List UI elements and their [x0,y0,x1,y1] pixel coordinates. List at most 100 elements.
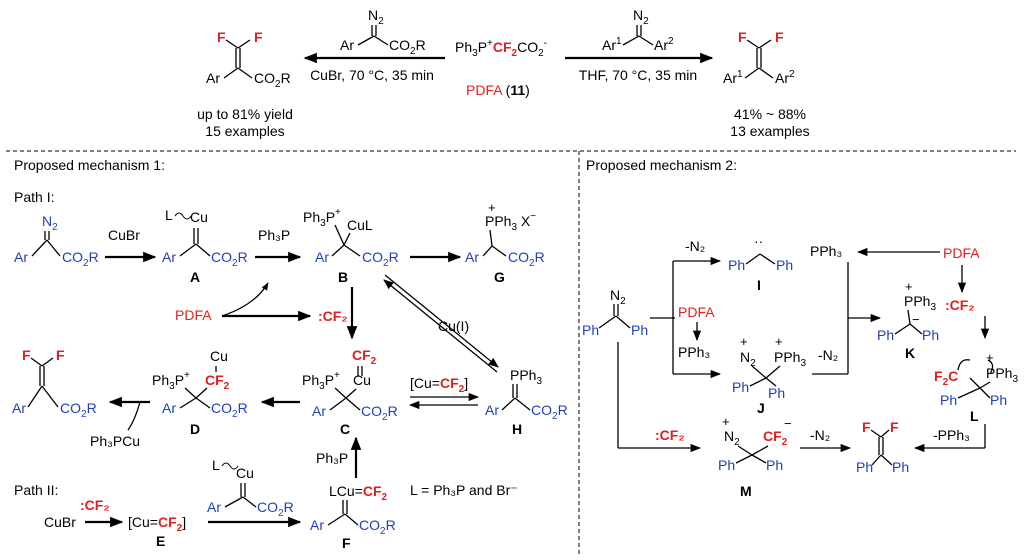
right-yield: 41% ~ 88% [734,106,806,122]
svg-text:PPh3: PPh3 [510,367,542,387]
left-examples: 15 examples [205,123,284,139]
svg-text:N2: N2 [633,7,649,27]
svg-text:+: + [905,279,913,294]
difluorocarbene-2: :CF₂ [80,497,110,513]
intermediate-H: PPh3 Ar CO2R H [485,367,568,437]
svg-text:Ph: Ph [768,385,785,401]
svg-text:CO2R: CO2R [508,249,545,269]
svg-text:H: H [512,421,522,437]
svg-text:G: G [494,269,505,285]
intermediate-K: + PPh3 − Ph Ph K [877,279,939,361]
svg-text:+: + [986,350,994,365]
svg-text:Ar: Ar [14,249,28,265]
left-conditions: CuBr, 70 °C, 35 min [310,67,434,83]
svg-text:CuL: CuL [347,217,373,233]
svg-text:Ar: Ar [206,70,220,86]
svg-text:+: + [488,200,496,215]
difluorocarbene-3: :CF₂ [945,297,975,313]
svg-text:Ar: Ar [310,517,324,533]
svg-text:N2: N2 [368,7,384,27]
intermediate-A-path2: L Cu Ar CO2R [207,457,294,519]
cubr-reagent: CuBr [108,227,140,243]
svg-text:Cu: Cu [190,209,208,225]
pdfa-reagent-3: PDFA [943,245,980,261]
svg-text:Ph: Ph [892,459,909,475]
svg-text:CO2R: CO2R [62,249,99,269]
top-section: F F Ar CO2R up to 81% yield 15 examples … [197,7,810,139]
svg-text:+: + [775,334,783,349]
svg-text:Ph: Ph [766,457,783,473]
svg-text:N2: N2 [740,349,756,369]
cubr-reagent-2: CuBr [44,514,76,530]
svg-text:Ph3P+: Ph3P+ [303,207,341,229]
svg-text:F: F [254,29,263,45]
svg-text:Ph: Ph [776,257,793,273]
svg-text:F: F [22,347,31,363]
svg-text:PPh3: PPh3 [904,293,936,313]
svg-text:CO2R: CO2R [254,70,291,90]
pph3-loss: -PPh₃ [933,427,970,443]
svg-text:F: F [890,419,899,435]
mech2-product: F F Ph Ph [856,419,909,475]
svg-text:Ph3P+: Ph3P+ [152,370,190,392]
svg-text:Ar: Ar [315,249,329,265]
svg-text:CF2: CF2 [763,428,788,448]
svg-text:CO2R: CO2R [211,249,248,269]
svg-text:Ph: Ph [856,459,873,475]
svg-text:Ar: Ar [312,403,326,419]
svg-text:Ar1: Ar1 [602,36,622,53]
svg-text:Ph: Ph [877,327,894,343]
svg-text:+: + [722,414,730,429]
svg-text:CF2: CF2 [352,347,377,367]
intermediate-A: L Cu Ar CO2R A [162,207,248,285]
svg-text:F: F [217,29,226,45]
ph3p-reagent: Ph₃P [258,227,290,243]
svg-text:−: − [784,416,792,431]
svg-text:L: L [212,457,220,473]
mechanism-2: Proposed mechanism 2: N2 Ph Ph -N₂ PDFA … [582,157,1018,499]
left-diazo-reagent: N2 Ar CO2R [340,7,426,57]
svg-text:Ph: Ph [732,379,749,395]
svg-text:N2: N2 [42,213,58,233]
pph3-label-1: PPh₃ [678,344,710,360]
svg-text:Ph3P+: Ph3P+ [302,370,340,392]
intermediate-I: ·· Ph Ph I [728,233,793,293]
n2-loss-1: -N₂ [685,238,705,254]
intermediate-L: + PPh3 F2C Ph Ph L [934,350,1018,424]
intermediate-M: + N2 CF2 − Ph Ph M [718,414,792,499]
svg-text:··: ·· [754,233,763,249]
path-1-label: Path I: [14,189,54,205]
right-examples: 13 examples [730,123,809,139]
svg-text:L: L [165,207,173,223]
svg-text:D: D [190,421,200,437]
svg-text:+: + [740,334,748,349]
diphenyl-diazomethane: N2 Ph Ph [582,287,648,338]
svg-text:−: − [912,312,920,327]
right-conditions: THF, 70 °C, 35 min [579,67,697,83]
intermediate-B: Ph3P+ CuL Ar CO2R B [303,207,399,285]
svg-text:Ar: Ar [465,249,479,265]
cu-i-label: Cu(I) [438,318,469,334]
svg-text:B: B [338,269,348,285]
intermediate-F: LCu=CF2 Ar CO2R F [310,483,396,551]
pdfa-reagent-1: PDFA [175,307,212,323]
right-diazo-reagent: N2 Ar1 Ar2 [602,7,674,53]
product-G: + PPh3 X− Ar CO2R G [465,200,545,285]
svg-text:J: J [757,400,765,416]
svg-text:CO2R: CO2R [359,517,396,537]
svg-text:PPh3: PPh3 [986,365,1018,385]
intermediate-D: Cu Ph3P+ CF2 Ar CO2R D [152,348,248,437]
mech1-product: F F Ar CO2R [12,347,97,420]
svg-text:CO2R: CO2R [361,403,398,423]
svg-text:Ar: Ar [207,499,221,515]
pdfa-label: PDFA (11) [466,82,530,98]
svg-text:Ar: Ar [485,402,499,418]
svg-text:E: E [156,533,165,549]
pph3-label-2: PPh₃ [810,243,842,259]
svg-text:I: I [757,277,761,293]
svg-text:K: K [905,345,915,361]
svg-text:N2: N2 [724,428,740,448]
left-product-structure: F F Ar CO2R [206,29,291,90]
svg-text:PPh3 X−: PPh3 X− [485,211,536,233]
